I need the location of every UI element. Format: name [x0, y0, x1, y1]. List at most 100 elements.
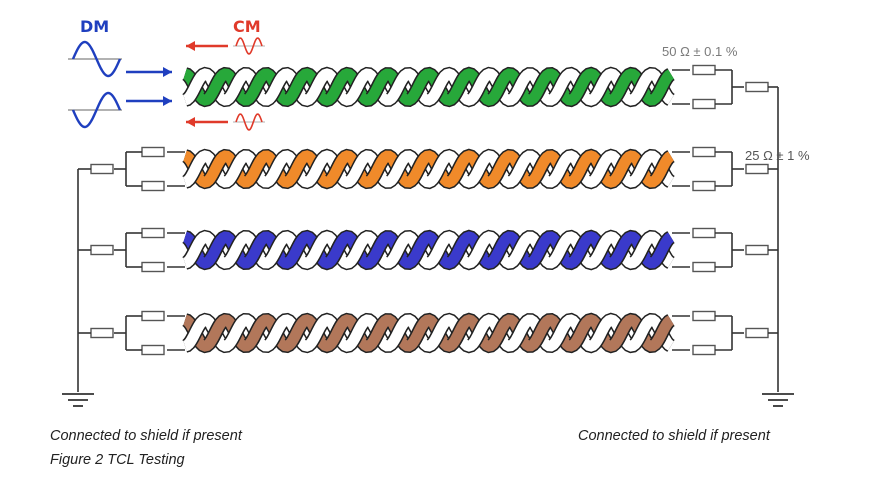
strand-crossing	[488, 72, 511, 103]
strand-crossing	[386, 318, 409, 349]
resistor-25-ohm	[745, 163, 769, 175]
dm-wave-bottom	[71, 91, 122, 129]
strand-crossing	[224, 235, 247, 266]
strand-crossing	[488, 235, 511, 266]
strand-crossing	[488, 154, 511, 185]
strand-crossing	[569, 235, 592, 266]
strand-crossing	[386, 154, 409, 185]
white-strand	[183, 231, 674, 269]
strand-crossing	[427, 154, 450, 185]
strand-crossing	[386, 72, 409, 103]
resistor-25-ohm	[745, 244, 769, 256]
resistor-25-ohm	[90, 163, 114, 175]
strand-crossing	[366, 235, 389, 266]
green-strand	[183, 68, 674, 106]
strand-crossing	[468, 235, 491, 266]
resistor-50-ohm	[692, 180, 716, 192]
strand-crossing	[285, 72, 308, 103]
strand-crossing	[528, 318, 551, 349]
strand-crossing	[508, 235, 531, 266]
strand-crossing	[610, 318, 633, 349]
cm-wave-bottom	[235, 113, 263, 131]
white-strand	[183, 150, 674, 188]
cm-arrow-top	[186, 41, 228, 51]
arrow-head	[186, 41, 195, 51]
strand-crossing	[285, 318, 308, 349]
strand-crossing	[366, 318, 389, 349]
resistor-50-ohm	[692, 310, 716, 322]
resistor-50-ohm	[692, 64, 716, 76]
strand-crossing	[488, 318, 511, 349]
strand-crossing	[366, 154, 389, 185]
white-strand	[183, 68, 674, 106]
strand-crossing	[204, 235, 227, 266]
dm-arrow-bottom	[126, 96, 172, 106]
figure-caption: Figure 2 TCL Testing	[50, 452, 185, 468]
strand-crossing	[285, 154, 308, 185]
strand-crossing	[346, 235, 369, 266]
strand-crossing	[265, 72, 288, 103]
strand-crossing	[184, 72, 207, 103]
strand-crossing	[366, 72, 389, 103]
strand-crossing	[650, 154, 673, 185]
strand-crossing	[407, 72, 430, 103]
arrow-head	[186, 117, 195, 127]
resistor-50-ohm	[141, 180, 165, 192]
left-shield-caption: Connected to shield if present	[50, 428, 242, 444]
strand-crossing	[630, 318, 653, 349]
strand-crossing	[630, 154, 653, 185]
strand-crossing	[549, 154, 572, 185]
cm-arrow-bottom	[186, 117, 228, 127]
strand-crossing	[285, 235, 308, 266]
strand-crossing	[569, 72, 592, 103]
strand-crossing	[549, 235, 572, 266]
strand-crossing	[407, 154, 430, 185]
dm-label: DM	[80, 17, 109, 36]
strand-crossing	[386, 235, 409, 266]
strand-crossing	[589, 318, 612, 349]
strand-crossing	[468, 154, 491, 185]
strand-crossing	[589, 235, 612, 266]
resistor-50-ohm	[141, 227, 165, 239]
strand-crossing	[610, 154, 633, 185]
strand-crossing	[447, 235, 470, 266]
strand-crossing	[569, 318, 592, 349]
strand-crossing	[244, 318, 267, 349]
strand-crossing	[184, 235, 207, 266]
strand-crossing	[346, 318, 369, 349]
arrow-head	[163, 96, 172, 106]
strand-crossing	[427, 72, 450, 103]
resistor-25-ohm	[90, 327, 114, 339]
strand-crossing	[326, 72, 349, 103]
resistor-50-ohm-label: 50 Ω ± 0.1 %	[662, 44, 738, 59]
strand-crossing	[610, 235, 633, 266]
strand-crossing	[508, 154, 531, 185]
signal-indicators	[68, 37, 265, 131]
strand-crossing	[589, 154, 612, 185]
resistor-50-ohm	[692, 344, 716, 356]
strand-crossing	[630, 72, 653, 103]
cm-label: CM	[233, 17, 261, 36]
strand-crossing	[326, 318, 349, 349]
resistor-50-ohm	[141, 344, 165, 356]
strand-crossing	[224, 318, 247, 349]
resistor-25-ohm	[745, 81, 769, 93]
strand-crossing	[528, 72, 551, 103]
strand-crossing	[326, 154, 349, 185]
strand-crossing	[468, 72, 491, 103]
resistor-25-ohm	[90, 244, 114, 256]
strand-crossing	[650, 72, 673, 103]
dm-wave-top	[71, 40, 122, 78]
resistor-50-ohm	[692, 261, 716, 273]
strand-crossing	[549, 318, 572, 349]
strand-crossing	[427, 235, 450, 266]
strand-crossing	[468, 318, 491, 349]
strand-crossing	[305, 154, 328, 185]
white-strand	[183, 314, 674, 352]
twisted-pairs	[182, 66, 675, 354]
strand-crossing	[305, 72, 328, 103]
dm-arrow-top	[126, 67, 172, 77]
strand-crossing	[508, 318, 531, 349]
strand-crossing	[569, 154, 592, 185]
